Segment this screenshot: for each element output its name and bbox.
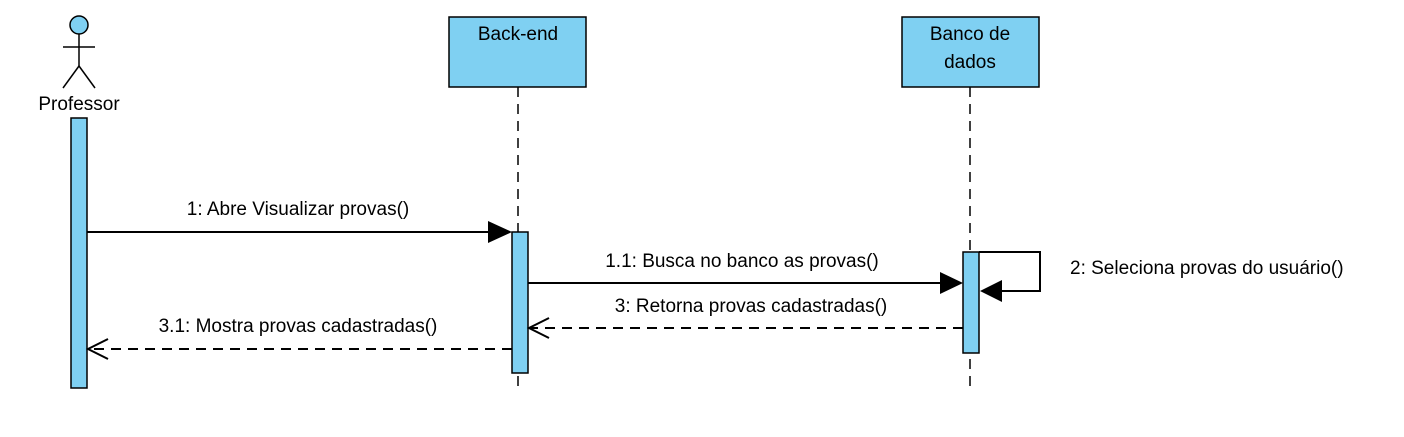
message-2-arrowhead [980,280,1002,302]
message-2-line [979,251,1041,292]
participant-db-box [901,16,1040,88]
participant-db: Banco de dados [901,16,1040,88]
message-1-1-arrowhead [940,272,963,294]
message-3-arrowhead [526,317,550,339]
participant-backend-box [448,16,587,88]
participant-backend-label: Back-end [478,24,558,45]
participant-db-label-line1: Banco de [930,24,1010,45]
message-3-label: 3: Retorna provas cadastradas() [615,296,887,317]
message-2-self: 2: Seleciona provas do usuário() [979,251,1344,302]
message-2-label: 2: Seleciona provas do usuário() [1070,258,1344,279]
message-3-1-return: 3.1: Mostra provas cadastradas() [85,316,512,360]
actor-right-leg [78,65,96,89]
activation-backend [511,231,529,374]
message-1: 1: Abre Visualizar provas() [87,199,512,243]
message-1-1-label: 1.1: Busca no banco as provas() [605,251,879,272]
actor-left-leg [62,65,80,89]
participant-db-label-line2: dados [944,52,996,73]
message-1-arrowhead [488,221,512,243]
message-1-1: 1.1: Busca no banco as provas() [528,251,963,294]
actor-label: Professor [38,94,120,115]
activation-professor [70,117,88,389]
actor-head [69,15,89,35]
message-3-1-label: 3.1: Mostra provas cadastradas() [159,316,438,337]
actor-professor: Professor [38,15,120,115]
participant-backend: Back-end [448,16,587,88]
message-3-return: 3: Retorna provas cadastradas() [526,296,963,339]
message-3-1-arrowhead [85,338,109,360]
activation-db [962,251,980,354]
message-1-label: 1: Abre Visualizar provas() [187,199,409,220]
